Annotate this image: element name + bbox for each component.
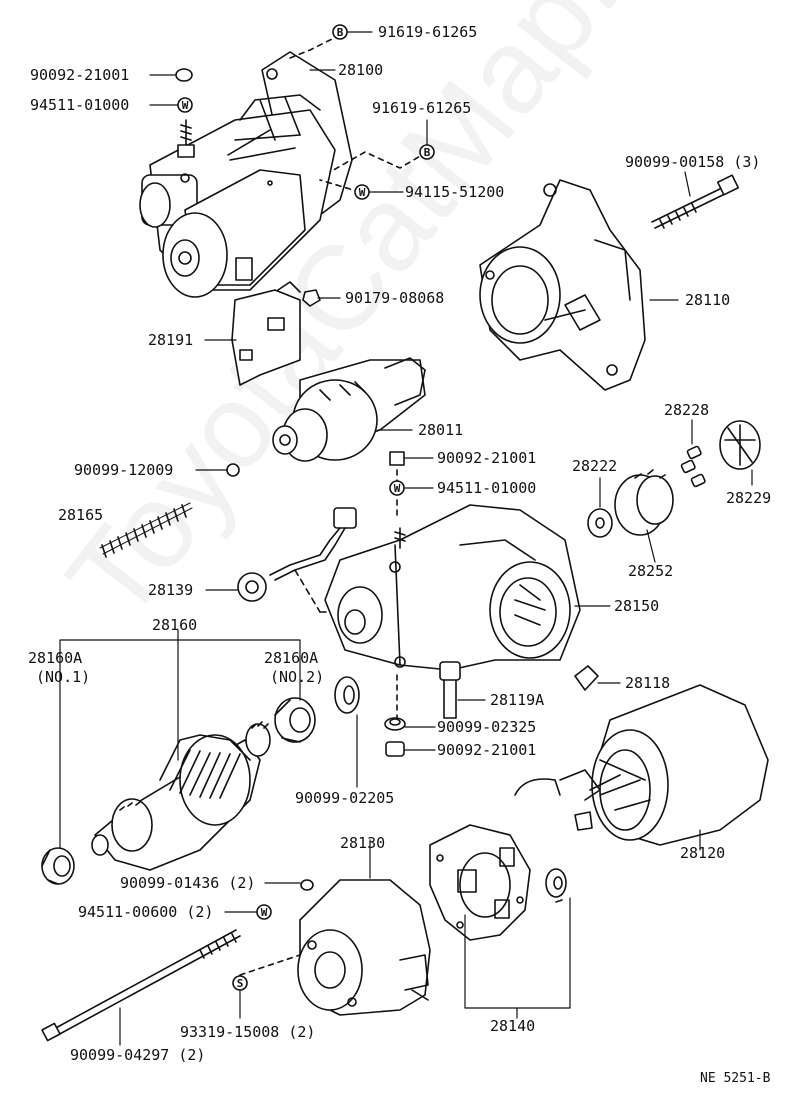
assembly-line-b-mid bbox=[329, 151, 428, 173]
svg-text:B: B bbox=[337, 26, 344, 39]
label-94511-00600: 94511-00600 (2) bbox=[78, 903, 213, 921]
label-28165: 28165 bbox=[58, 506, 103, 524]
mark-s-low: S bbox=[232, 975, 248, 991]
bearing-28160a-no2-part bbox=[274, 697, 316, 743]
label-90099-04297: 90099-04297 (2) bbox=[70, 1046, 205, 1064]
retainer-28229-part bbox=[719, 420, 761, 470]
ring-90099-12009-part bbox=[226, 463, 240, 477]
label-28222: 28222 bbox=[572, 457, 617, 475]
label-28150: 28150 bbox=[614, 597, 659, 615]
through-bolt-90099-04297-part bbox=[41, 929, 241, 1042]
label-90099-00158: 90099-00158 (3) bbox=[625, 153, 760, 171]
washer-90099-02205-part bbox=[334, 676, 360, 714]
bearing-28140-part bbox=[545, 868, 567, 903]
label-94511-01000-mid: 94511-01000 bbox=[437, 479, 536, 497]
clip-90179-part bbox=[302, 289, 321, 307]
mark-w-low: W bbox=[256, 904, 272, 920]
label-28252: 28252 bbox=[628, 562, 673, 580]
mark-nut-90092-mid bbox=[389, 451, 405, 466]
lead-wire-28139-part bbox=[237, 507, 357, 613]
armature-28160-part bbox=[91, 721, 271, 871]
label-28140: 28140 bbox=[490, 1017, 535, 1035]
nut-90092-21001-low-part bbox=[385, 741, 405, 757]
label-90092-21001-low: 90092-21001 bbox=[437, 741, 536, 759]
label-90099-12009: 90099-12009 bbox=[74, 461, 173, 479]
label-28118: 28118 bbox=[625, 674, 670, 692]
housing-28110-part bbox=[479, 179, 646, 391]
label-28119a: 28119A bbox=[490, 691, 544, 709]
mark-b-mid: B bbox=[419, 144, 435, 160]
mark-b-top: B bbox=[332, 24, 348, 40]
label-28011: 28011 bbox=[418, 421, 463, 439]
label-93319-15008: 93319-15008 (2) bbox=[180, 1023, 315, 1041]
label-28160a-no2-note: (NO.2) bbox=[270, 668, 324, 686]
label-94511-01000-top: 94511-01000 bbox=[30, 96, 129, 114]
label-90099-02205: 90099-02205 bbox=[295, 789, 394, 807]
footer-code: NE 5251-B bbox=[700, 1071, 771, 1086]
svg-text:W: W bbox=[182, 99, 189, 112]
label-94115-51200: 94115-51200 bbox=[405, 183, 504, 201]
label-28160a-no1: 28160A bbox=[28, 649, 82, 667]
plunger-28119a-part bbox=[439, 661, 461, 719]
assembly-line-end-frame bbox=[239, 954, 301, 976]
spring-28165-part bbox=[99, 502, 193, 558]
mark-w-mid2: W bbox=[389, 480, 405, 496]
assembly-line-b-top bbox=[289, 34, 341, 59]
roller-28228-part bbox=[680, 445, 706, 488]
mark-w-top: W bbox=[177, 97, 193, 113]
bearing-28160a-no1-part bbox=[41, 847, 75, 885]
svg-text:S: S bbox=[237, 977, 244, 990]
label-28160a-no1-note: (NO.1) bbox=[36, 668, 90, 686]
terminal-stud-part bbox=[177, 119, 195, 158]
svg-text:W: W bbox=[394, 482, 401, 495]
nut-90099-02325-part bbox=[384, 717, 406, 731]
label-90092-21001-top: 90092-21001 bbox=[30, 66, 129, 84]
label-91619-61265-mid: 91619-61265 bbox=[372, 99, 471, 117]
label-28120: 28120 bbox=[680, 844, 725, 862]
mark-w-mid: W bbox=[354, 184, 370, 200]
end-frame-28130-part bbox=[297, 879, 431, 1016]
label-28130: 28130 bbox=[340, 834, 385, 852]
housing-28150-part bbox=[324, 504, 581, 671]
part-labels: 91619-61265 90092-21001 28100 94511-0100… bbox=[28, 23, 771, 1086]
gear-28252-part bbox=[614, 469, 674, 536]
label-28160: 28160 bbox=[152, 616, 197, 634]
label-90179-08068: 90179-08068 bbox=[345, 289, 444, 307]
through-bolt-90099-00158-part bbox=[651, 174, 740, 229]
label-28160a-no2: 28160A bbox=[264, 649, 318, 667]
assembly-line-w-mid bbox=[319, 179, 361, 193]
yoke-28120-part bbox=[514, 684, 769, 846]
svg-text:W: W bbox=[261, 906, 268, 919]
label-28191: 28191 bbox=[148, 331, 193, 349]
label-28100: 28100 bbox=[338, 61, 383, 79]
clip-28118-part bbox=[574, 665, 599, 691]
clutch-28011-part bbox=[272, 357, 426, 462]
label-90099-01436: 90099-01436 (2) bbox=[120, 874, 255, 892]
label-28229: 28229 bbox=[726, 489, 771, 507]
svg-text:W: W bbox=[359, 186, 366, 199]
washer-90099-01436-part bbox=[300, 879, 314, 891]
svg-text:B: B bbox=[424, 146, 431, 159]
brush-holder-28140-part bbox=[429, 824, 531, 941]
label-28139: 28139 bbox=[148, 581, 193, 599]
label-28110: 28110 bbox=[685, 291, 730, 309]
label-90092-21001-mid: 90092-21001 bbox=[437, 449, 536, 467]
washer-28222-part bbox=[587, 508, 613, 538]
label-90099-02325: 90099-02325 bbox=[437, 718, 536, 736]
mark-nut-90092-top bbox=[175, 68, 193, 82]
label-28228: 28228 bbox=[664, 401, 709, 419]
starter-assembly-part bbox=[139, 51, 353, 298]
bracket-28191-part bbox=[231, 281, 301, 386]
label-91619-61265-top: 91619-61265 bbox=[378, 23, 477, 41]
